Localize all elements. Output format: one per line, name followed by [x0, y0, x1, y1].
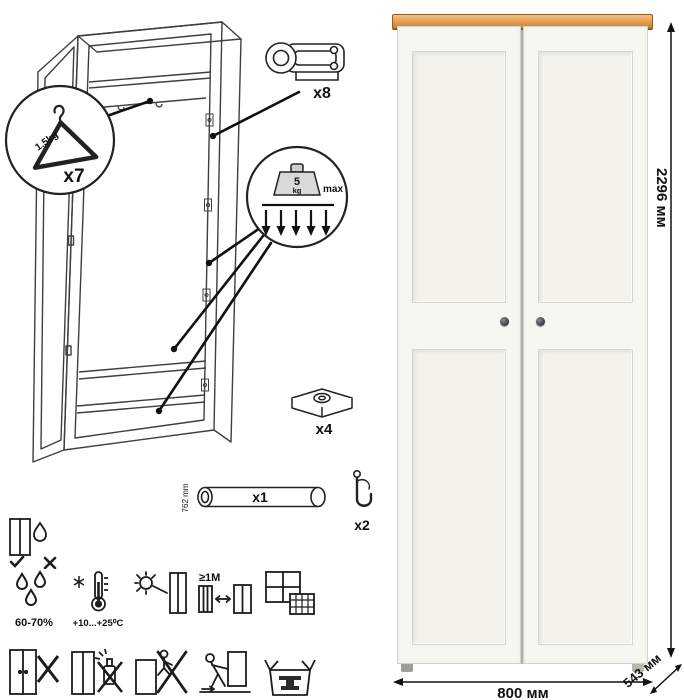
door-panel	[412, 349, 506, 645]
wardrobe-door-right	[523, 26, 648, 664]
door-knob	[500, 317, 509, 326]
foot-icon	[291, 388, 353, 418]
humidity-label: 60-70%	[15, 617, 53, 629]
no-climbing-icon	[135, 649, 188, 695]
care-wipe-icon	[9, 518, 57, 570]
door-knob	[536, 317, 545, 326]
hook-count-label: x2	[354, 517, 370, 533]
thermometer-icon	[73, 571, 108, 612]
door-hinge-mark	[67, 235, 75, 246]
hinge-icon	[265, 42, 345, 81]
care-temperature: +10...+25⁰C	[70, 570, 126, 630]
hanger-callout: 1.5kg x7	[4, 84, 116, 196]
no-spray-icon	[71, 648, 124, 695]
load-value: 5	[294, 176, 300, 188]
height-dimension-label: 2296 мм	[653, 168, 670, 228]
care-sunlight	[134, 570, 190, 621]
load-max-label: max	[323, 184, 343, 195]
wardrobe-render	[392, 14, 653, 672]
wardrobe-foot	[401, 664, 413, 672]
no-open-door-icon	[9, 649, 60, 695]
care-ventilation	[262, 570, 318, 621]
width-dimension-label: 800 мм	[497, 685, 548, 700]
warn-no-open-door	[6, 648, 62, 700]
hinge-count-label: x8	[313, 85, 331, 102]
care-humidity: 60-70%	[6, 570, 62, 630]
load-arrows-icon	[262, 203, 334, 226]
door-panel	[538, 51, 633, 303]
hanger-icon	[32, 104, 99, 170]
leader-dots	[146, 97, 217, 415]
wardrobe-foot	[632, 664, 644, 672]
load-arrowheads	[261, 226, 331, 236]
rod-icon	[197, 486, 326, 508]
carcass-hinge-marks	[201, 113, 214, 392]
load-unit: kg	[293, 186, 302, 195]
carry-furniture-icon	[199, 651, 251, 693]
heater-distance-icon: ≥1M	[198, 572, 252, 614]
assembly-diagram: 1.5kg x7 5 kg max	[4, 21, 373, 533]
weight-icon: 5 kg	[273, 163, 321, 196]
rod-count-label: x1	[252, 489, 268, 505]
temperature-label: +10...+25⁰C	[72, 618, 124, 629]
anvil-icon	[279, 676, 301, 690]
door-hinge-mark	[65, 345, 72, 356]
window-icon	[265, 571, 315, 615]
warn-no-liquids	[70, 648, 126, 700]
depth-dimension-line	[651, 665, 681, 693]
wardrobe-door-left	[397, 26, 521, 664]
hanger-count-label: x7	[63, 166, 84, 187]
foot-count-label: x4	[316, 421, 333, 438]
rod-length-label: 762 mm	[181, 483, 190, 512]
heavy-anvil-box-icon	[264, 659, 316, 696]
door-panel	[538, 349, 633, 645]
wardrobe-top-board	[392, 14, 653, 29]
water-drops-icon	[15, 570, 47, 606]
load-limit-callout: 5 kg max	[245, 145, 349, 249]
warn-carry-to-move	[198, 648, 254, 700]
care-distance: ≥1M	[198, 570, 254, 621]
sun-door-icon	[134, 571, 187, 614]
door-panel	[412, 51, 506, 303]
warn-heavy	[262, 648, 318, 700]
warn-no-climbing	[134, 648, 190, 700]
wireframe-cabinet	[32, 21, 242, 463]
hook-icon	[352, 469, 373, 507]
distance-label: ≥1M	[199, 572, 220, 584]
callout-leader-lines	[102, 90, 301, 413]
care-wipe	[6, 517, 62, 574]
